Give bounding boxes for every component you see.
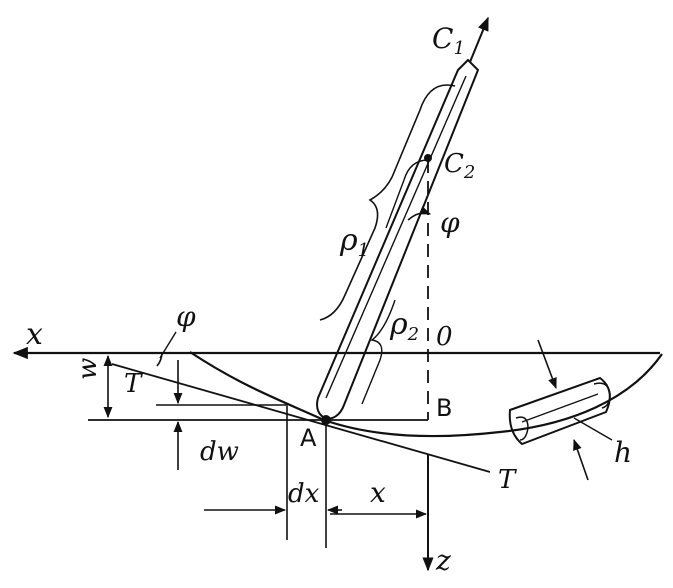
rho1-label: ρ1 (339, 223, 369, 261)
point-a-label: A (300, 424, 317, 452)
phi-left-leader (159, 331, 177, 359)
phi-angle-arc-top (407, 206, 432, 221)
phi-top-label: φ (440, 206, 460, 239)
plate-cross-section (508, 376, 611, 446)
z-axis-label: z (435, 544, 451, 577)
tension-right-label: T (498, 465, 517, 495)
tension-left-label: T (124, 369, 143, 399)
rho2-brace-lower (361, 299, 396, 405)
rho1-brace (319, 84, 456, 321)
indenter-rod-inner (325, 75, 467, 399)
rho2-label: ρ2 (389, 307, 419, 345)
d-deflection-label: dw (200, 437, 239, 467)
origin-label: 0 (436, 322, 453, 352)
x-distance-label: x (370, 476, 386, 509)
c1-label: C1 (432, 22, 465, 59)
phi-angle-arc-left (156, 351, 163, 367)
h-leader (573, 417, 613, 441)
h-arrow-top (537, 339, 557, 390)
point-b-label: B (436, 394, 452, 422)
thickness-label: h (614, 436, 632, 469)
dx-label: dx (288, 479, 320, 509)
c2-label: C2 (444, 149, 475, 183)
tangent-line (111, 363, 491, 473)
x-axis-label: x (26, 317, 43, 352)
h-arrow-bottom (573, 438, 589, 481)
phi-left-label: φ (176, 300, 196, 333)
rho2-brace (385, 159, 429, 229)
deformed-surface-curve (189, 351, 663, 438)
deflection-label: w (73, 358, 103, 380)
c1-direction-arrow (469, 16, 489, 63)
